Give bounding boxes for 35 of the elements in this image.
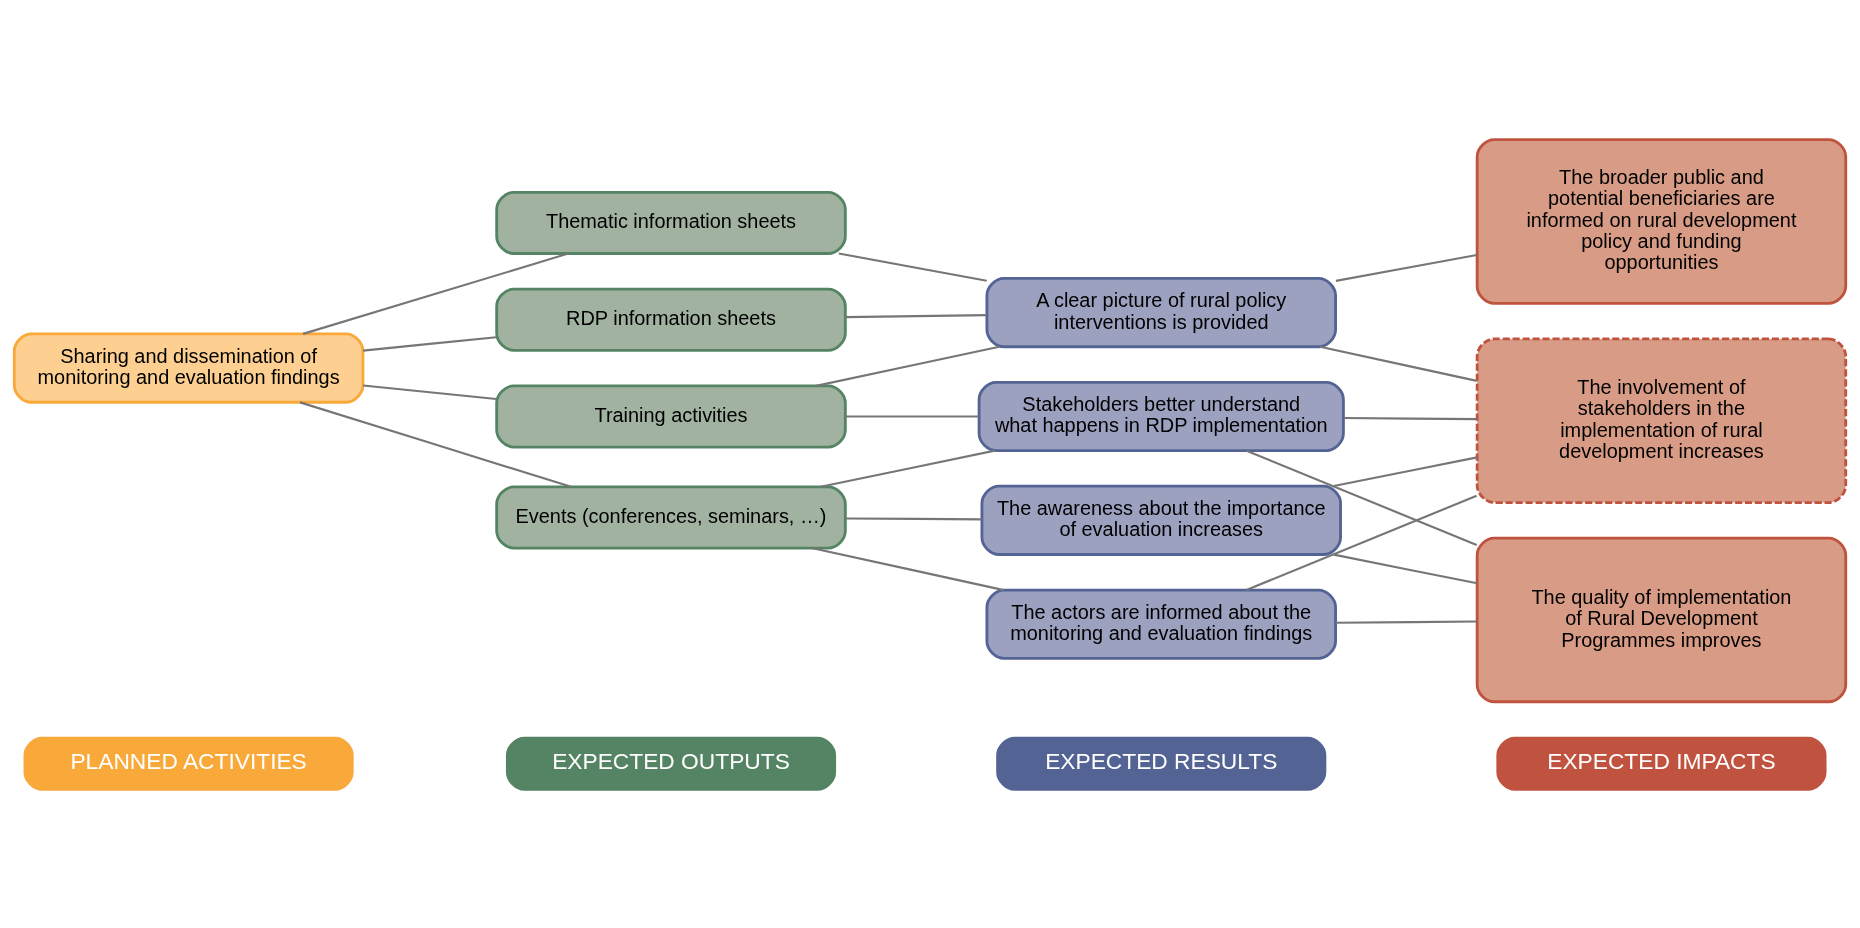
- connector: [1319, 345, 1477, 382]
- connector: [363, 335, 497, 352]
- connector: [1333, 455, 1478, 487]
- connector: [815, 345, 1000, 387]
- connector: [845, 516, 982, 520]
- connector: [1343, 416, 1478, 420]
- connector: [1333, 553, 1478, 584]
- node-box: The broader public and potential beneficiaries are informed on rural development policy and funding opportunities: [1475, 137, 1848, 305]
- node-box: Training activities: [495, 383, 847, 448]
- node-box: The actors are informed about the monitoring and evaluation findings: [985, 588, 1337, 660]
- connector: [363, 384, 497, 400]
- node-box: EXPECTED IMPACTS: [1496, 736, 1827, 791]
- node-box: Sharing and dissemination of monitoring and evaluation findings: [12, 332, 365, 404]
- connector: [1335, 253, 1477, 282]
- node-box: The awareness about the importance of evaluation increases: [980, 484, 1342, 556]
- connector: [845, 313, 987, 318]
- node-box: The quality of implementation of Rural Development Programmes improves: [1475, 536, 1848, 703]
- connector: [302, 252, 569, 335]
- node-box: Stakeholders better understand what happens in RDP implementation: [977, 380, 1345, 452]
- connector: [1246, 449, 1478, 546]
- connector: [1246, 494, 1478, 591]
- connector: [838, 252, 987, 282]
- connector: [1335, 620, 1477, 624]
- connector: [299, 400, 572, 488]
- connector: [820, 449, 996, 488]
- node-box: RDP information sheets: [495, 287, 847, 352]
- node-box: The involvement of stakeholders in the implementation of rural development increases: [1475, 337, 1848, 504]
- connector: [845, 414, 979, 418]
- node-box: Thematic information sheets: [495, 190, 847, 255]
- connector: [812, 546, 1005, 591]
- node-box: EXPECTED OUTPUTS: [505, 736, 837, 791]
- node-box: Events (conferences, seminars, …): [495, 485, 847, 550]
- node-box: EXPECTED RESULTS: [996, 736, 1327, 791]
- node-box: A clear picture of rural policy interventions is provided: [985, 276, 1337, 348]
- node-box: PLANNED ACTIVITIES: [23, 736, 354, 791]
